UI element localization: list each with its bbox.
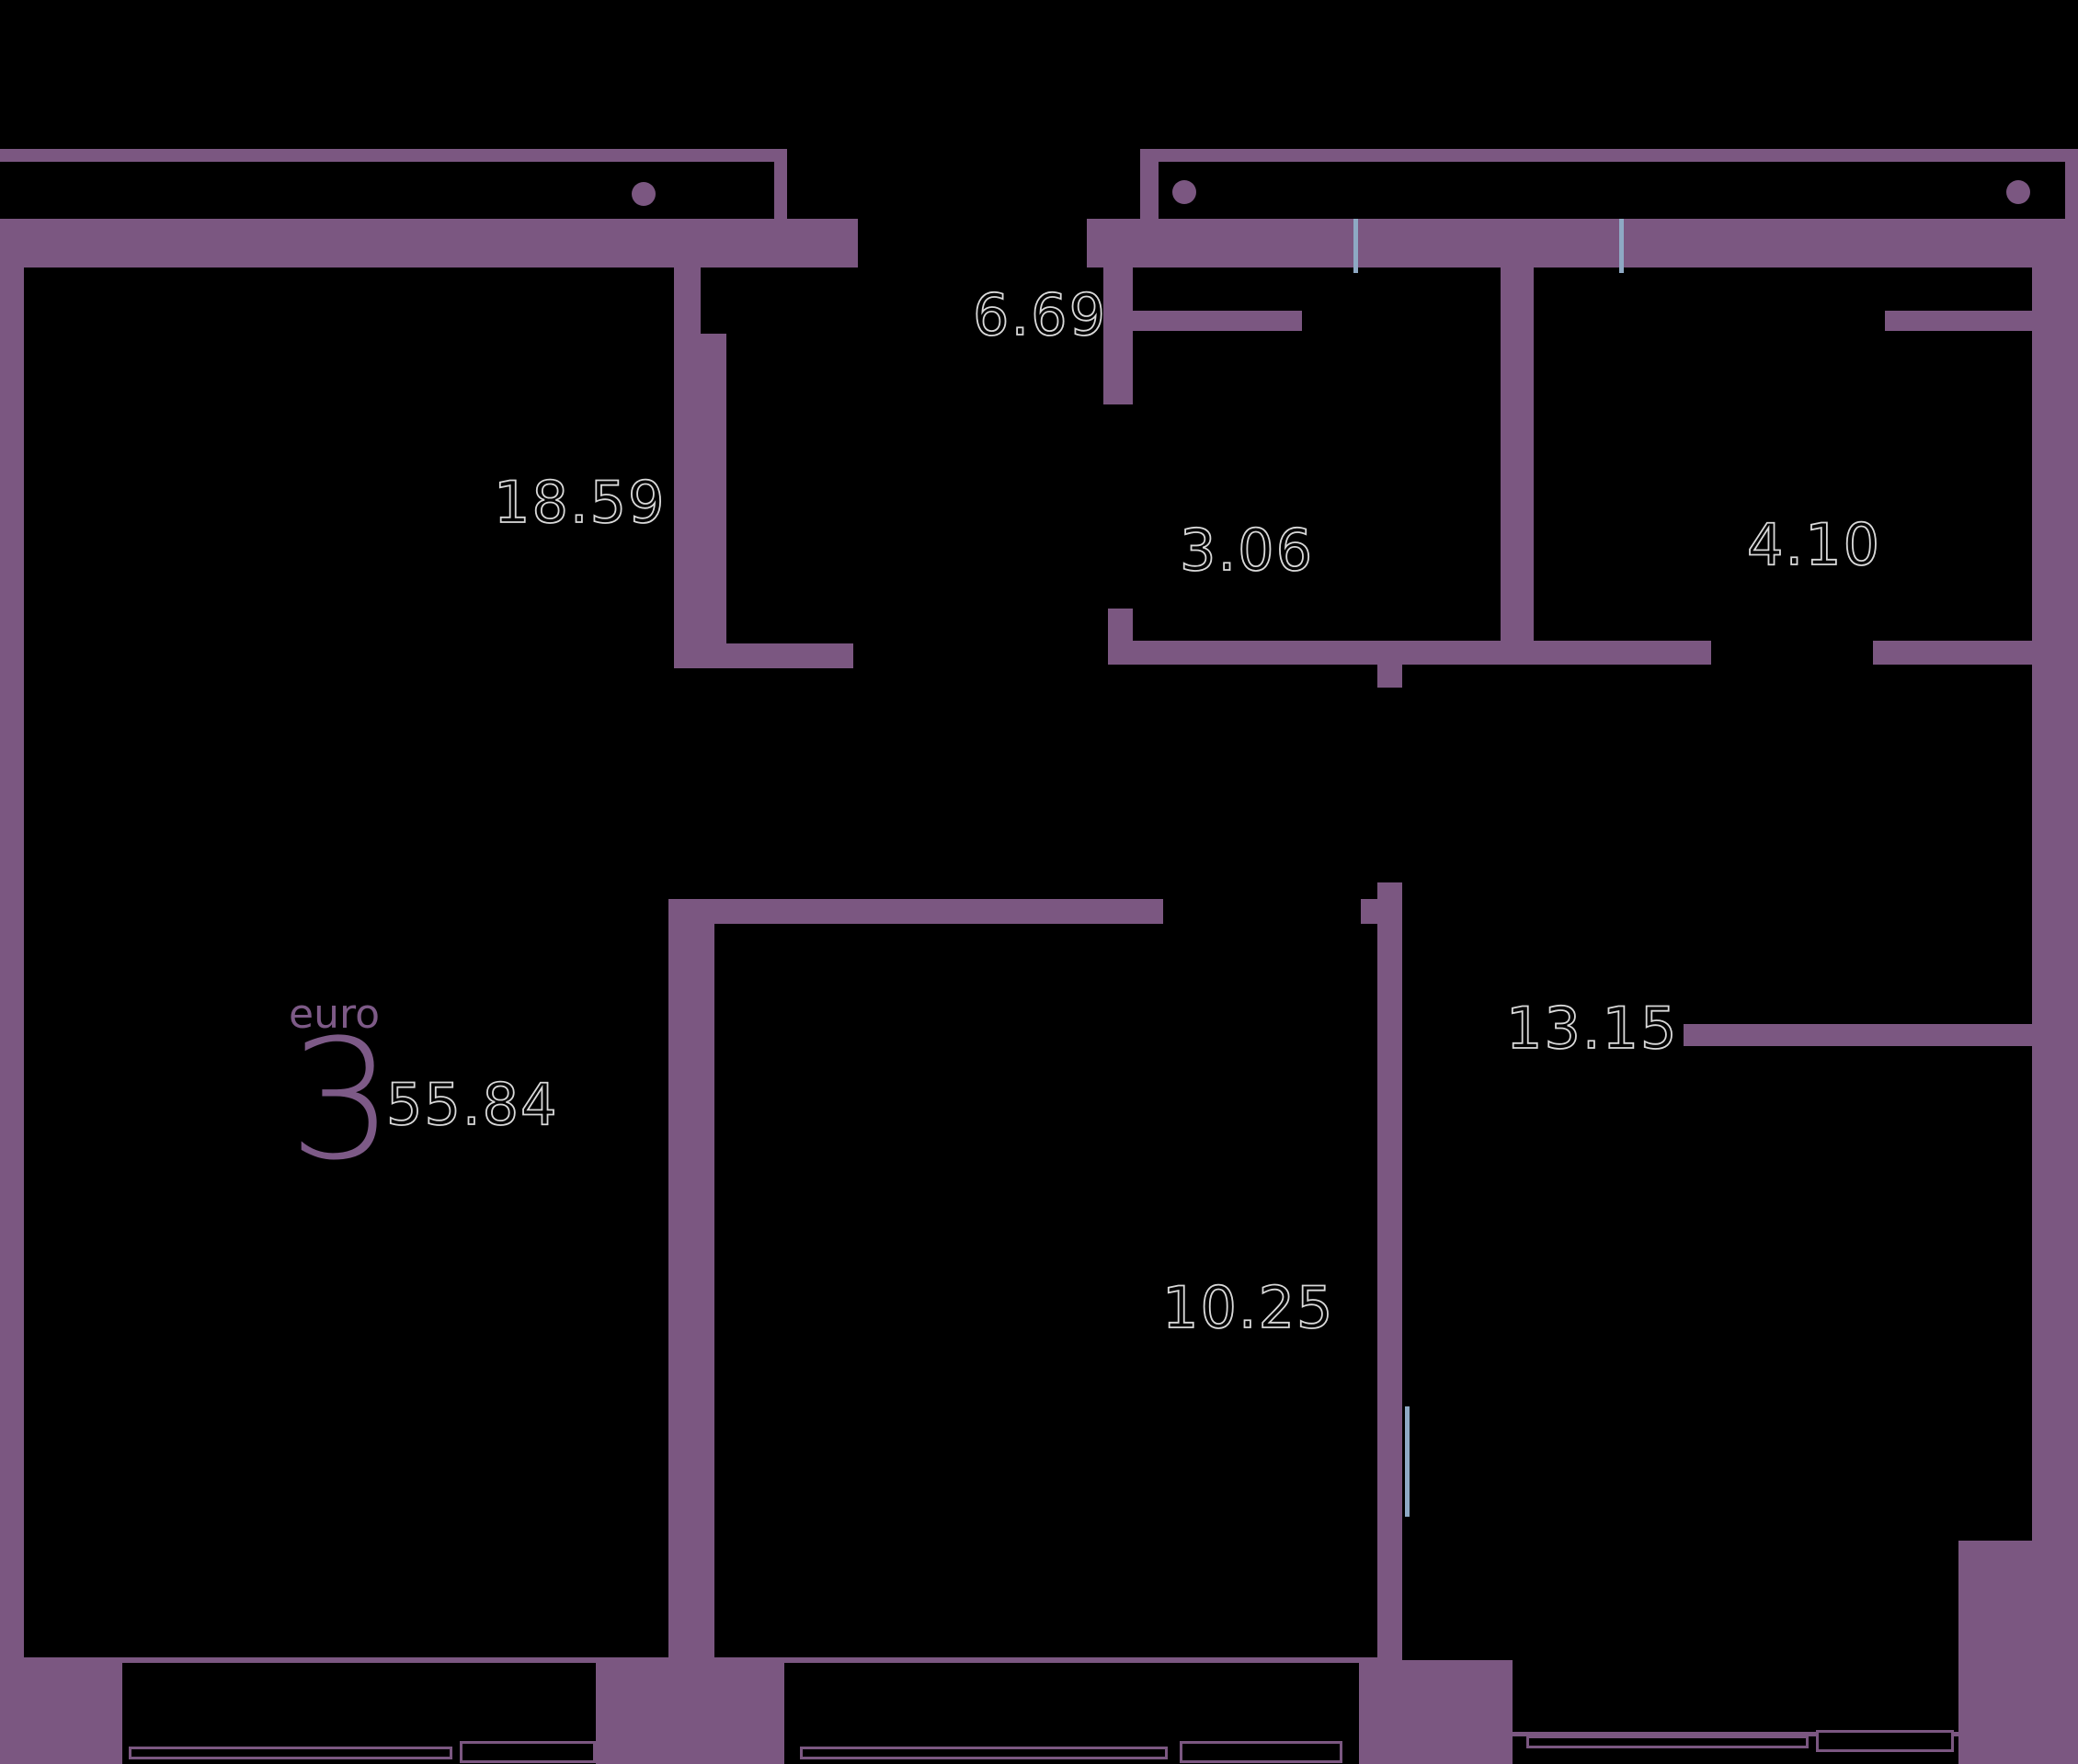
apartment-type-label: euro [289, 991, 380, 1038]
pier-bottom-3-wall [1359, 1660, 1513, 1764]
total-area: 55.84 [385, 1070, 559, 1139]
window-bay3-door-icon [1816, 1730, 1954, 1752]
facade-dot-2 [1172, 180, 1196, 204]
room1025-right-wall-wall [1377, 882, 1402, 1660]
corridor-bottom-wall-wall [668, 899, 1163, 924]
window-bay2-frame-icon [800, 1747, 1168, 1759]
outer-wall-right-wall [2032, 267, 2078, 1541]
room-area-3-06: 3.06 [1179, 516, 1315, 585]
balcony-line-right-wall [1140, 149, 2078, 162]
living-pier-upper-wall [674, 267, 701, 334]
top-wall-right-wall [1087, 219, 2078, 267]
duct-wall-right-wall [1885, 311, 2032, 331]
balcony-line-right-start-wall [1140, 162, 1159, 219]
hall-wall-lower-wall [1108, 609, 1133, 641]
window-bay2-door-icon [1180, 1741, 1342, 1763]
room1025-left-wall-wall [668, 924, 714, 1660]
sill-line-left-wall [0, 1657, 1402, 1663]
top-wall-left-wall [0, 219, 858, 267]
living-pier-wall [674, 334, 726, 643]
window-bay3-frame-icon [1526, 1736, 1809, 1748]
room-area-10-25: 10.25 [1161, 1273, 1335, 1342]
partition-1315-wall [1684, 1024, 2038, 1046]
wall-tick-1 [1353, 219, 1358, 273]
facade-dot-3 [2006, 180, 2030, 204]
wall-tick-2 [1619, 219, 1624, 273]
pier-bottom-left-wall [0, 1660, 122, 1764]
facade-dot-1 [632, 182, 656, 206]
door-tick [1405, 1406, 1410, 1517]
balcony-line-right-end-wall [2065, 162, 2078, 219]
room-area-13-15: 13.15 [1505, 994, 1679, 1063]
outer-wall-left-wall [0, 219, 24, 1660]
sill-line-right-wall [1513, 1732, 1958, 1736]
pier-bottom-2-wall [596, 1660, 784, 1764]
window-bay1-frame-icon [129, 1747, 452, 1759]
bath-bottom-wall-wall [1108, 641, 1711, 665]
duct-wall-bath-wall [1133, 311, 1302, 331]
window-bay1-door-icon [460, 1741, 596, 1763]
balcony-line-left-end-wall [774, 162, 787, 219]
room-area-6-69: 6.69 [972, 280, 1108, 349]
room-area-18-59: 18.59 [493, 468, 667, 537]
pier-bottom-right-wall [1958, 1541, 2078, 1764]
corridor-top-wall-wall [674, 643, 853, 668]
corridor-stub-wall [1377, 665, 1402, 688]
hall-wall-upper-wall [1103, 267, 1133, 404]
divider-3-06-4-10-wall [1501, 267, 1534, 641]
wardrobe-bottom-wall-wall [1873, 641, 2032, 665]
room-area-4-10: 4.10 [1746, 510, 1882, 579]
apartment-type-number: 3 [289, 1005, 394, 1197]
balcony-line-left-wall [0, 149, 787, 162]
